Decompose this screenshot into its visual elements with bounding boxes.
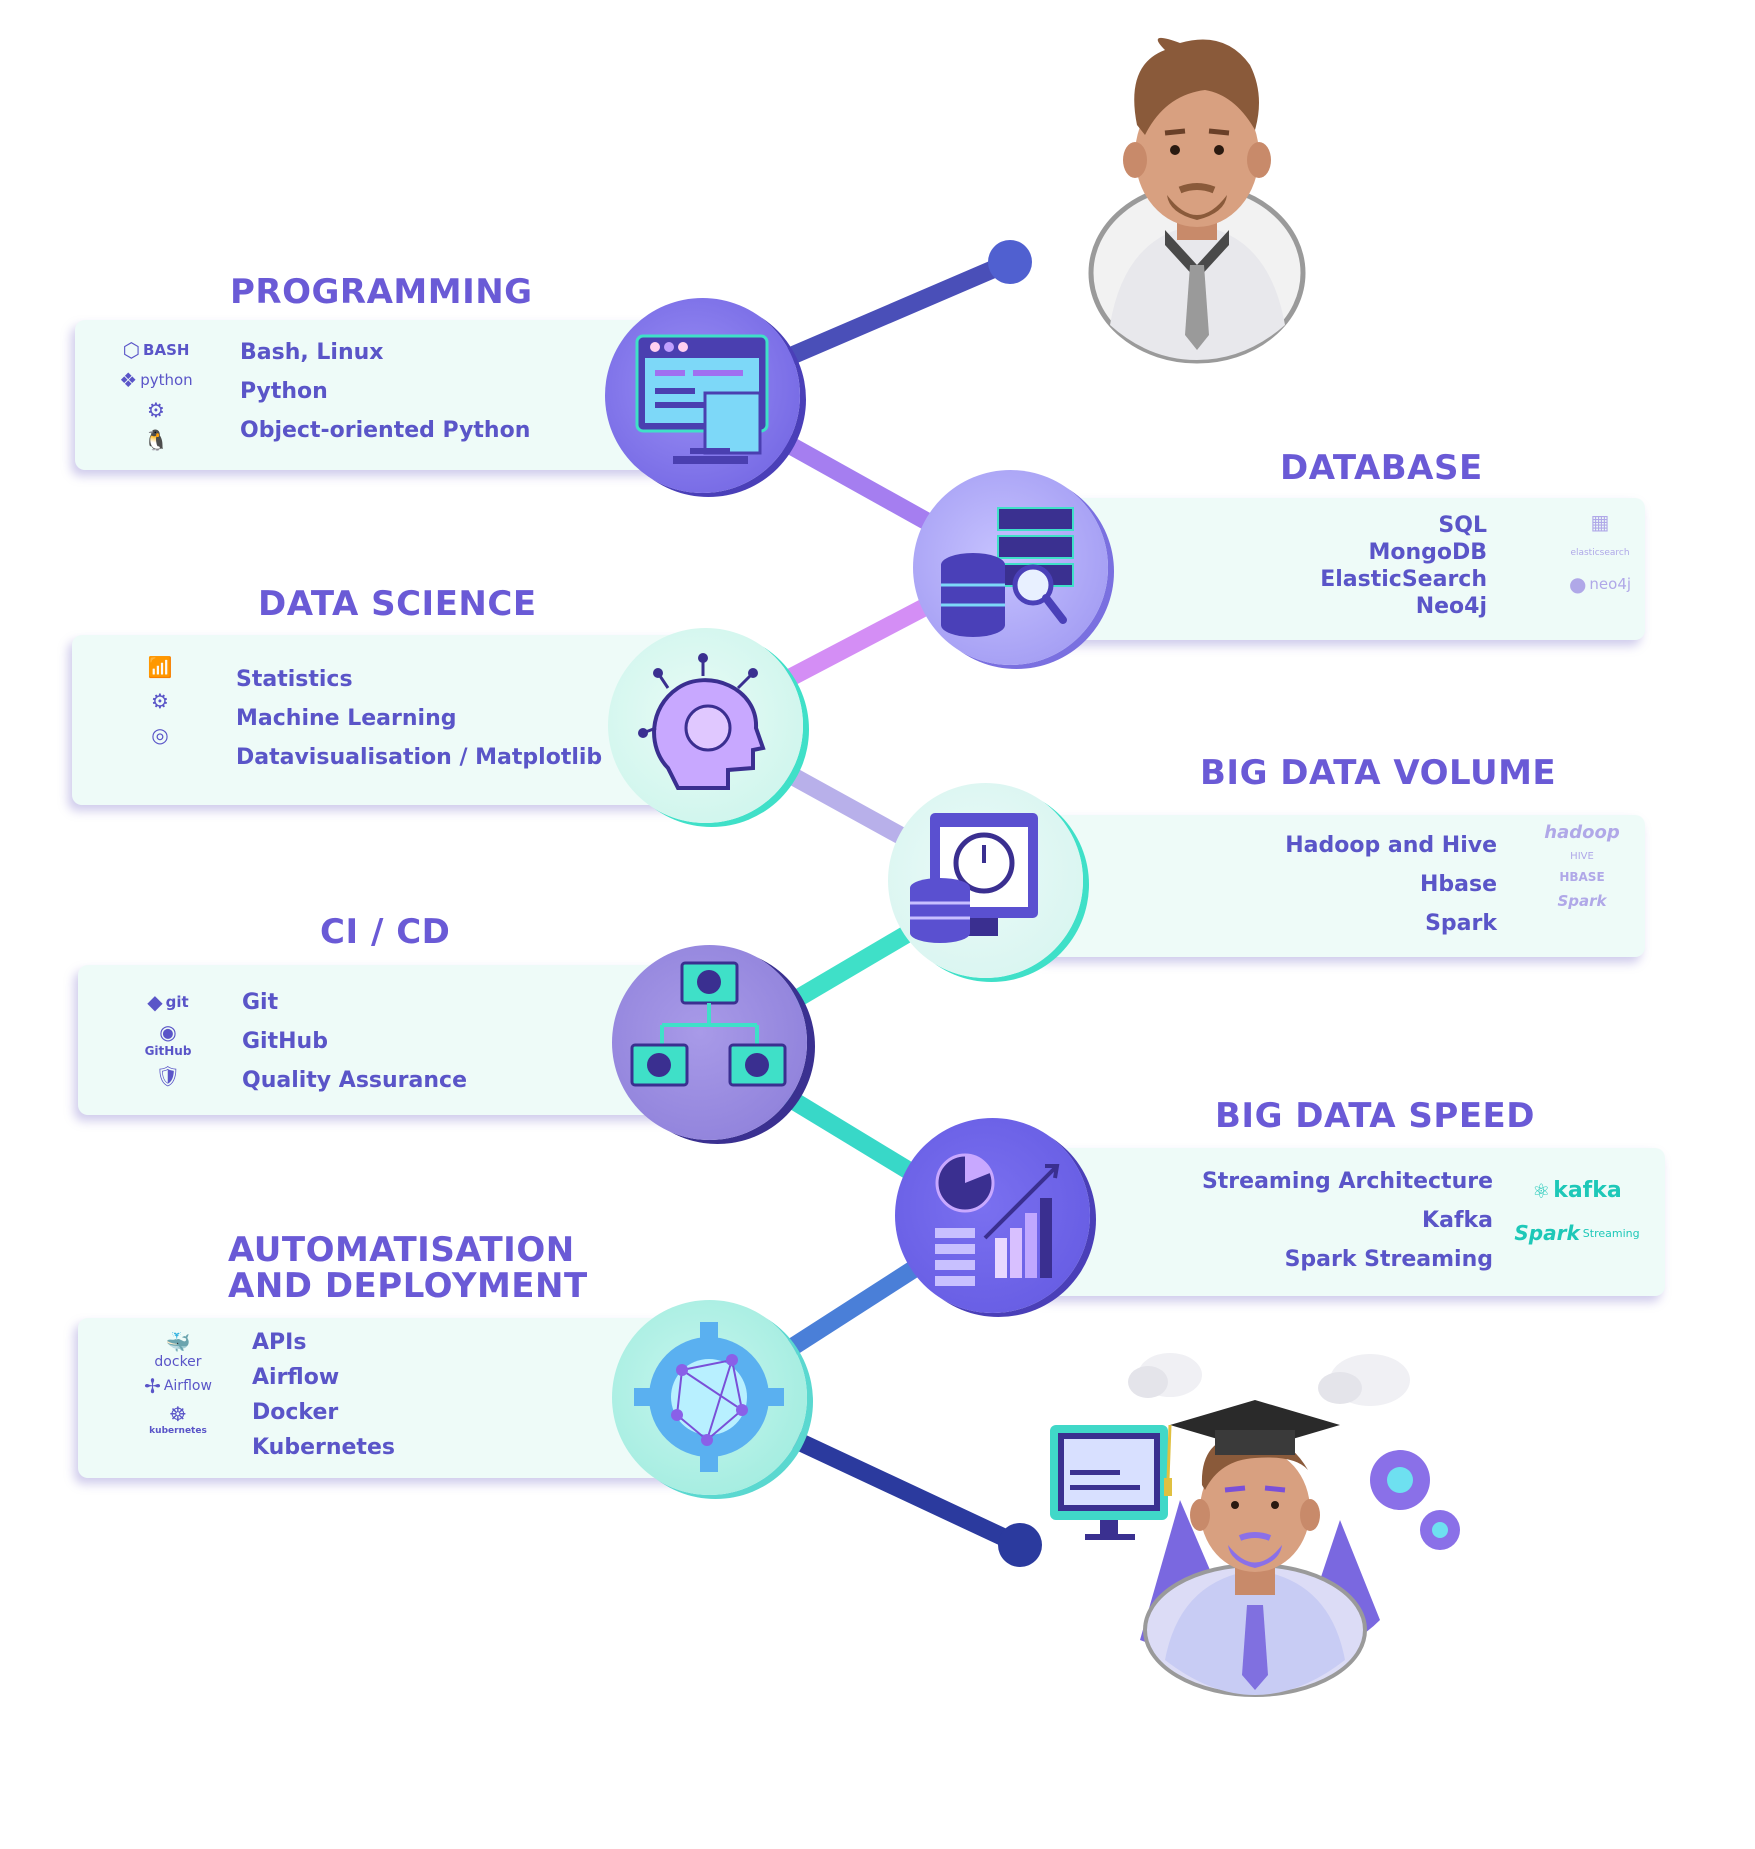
logos-automatisation: 🐳docker ✢Airflow ☸kubernetes xyxy=(128,1330,228,1436)
database-search-icon xyxy=(913,470,1108,665)
list-big-data-speed: Streaming Architecture Kafka Spark Strea… xyxy=(1202,1162,1493,1279)
section-title-automatisation: AUTOMATISATION AND DEPLOYMENT xyxy=(228,1230,588,1306)
list-item: Object-oriented Python xyxy=(240,418,531,443)
list-item: Datavisualisation / Matplotlib xyxy=(236,745,603,770)
kafka-logo-icon: ⚛kafka xyxy=(1532,1178,1622,1203)
python-logo-icon: ❖python xyxy=(119,368,193,392)
list-item: Neo4j xyxy=(1415,594,1487,619)
list-item: Kafka xyxy=(1422,1208,1493,1233)
elasticsearch-logo-icon: elasticsearch xyxy=(1570,548,1630,558)
section-title-big-data-volume: BIG DATA VOLUME xyxy=(1200,753,1557,793)
gear-network-icon xyxy=(612,1300,807,1495)
list-item: Spark xyxy=(1425,911,1497,936)
list-item: APIs xyxy=(252,1330,307,1355)
list-item: ElasticSearch xyxy=(1320,567,1487,592)
list-item: MongoDB xyxy=(1368,540,1487,565)
logos-data-science: 📶 ⚙ ◎ xyxy=(130,655,190,747)
list-data-science: Statistics Machine Learning Datavisualis… xyxy=(236,660,602,777)
linux-penguin-icon: 🐧 xyxy=(143,428,169,452)
list-programming: Bash, Linux Python Object-oriented Pytho… xyxy=(240,333,530,450)
section-title-data-science: DATA SCIENCE xyxy=(258,584,537,624)
logos-ci-cd: ◆git ◉GitHub 🛡 xyxy=(128,990,208,1088)
section-title-database: DATABASE xyxy=(1280,448,1483,488)
section-title-programming: PROGRAMMING xyxy=(230,272,533,312)
section-title-ci-cd: CI / CD xyxy=(320,912,451,952)
card-programming xyxy=(75,320,695,470)
logos-programming: ⬡BASH ❖python ⚙ 🐧 xyxy=(112,338,200,452)
brain-ai-icon xyxy=(608,628,803,823)
list-item: Hadoop and Hive xyxy=(1285,833,1497,858)
gear-brain-icon: ⚙ xyxy=(151,689,169,713)
list-item: Machine Learning xyxy=(236,706,457,731)
card-data-science xyxy=(72,635,697,805)
hive-logo-icon: HIVE xyxy=(1570,851,1594,862)
list-item: GitHub xyxy=(242,1029,328,1054)
list-item: Kubernetes xyxy=(252,1435,395,1460)
list-item: Docker xyxy=(252,1400,339,1425)
monitor-code-icon xyxy=(605,298,800,493)
dashboard-speed-icon xyxy=(888,783,1083,978)
analytics-growth-icon xyxy=(895,1118,1090,1313)
shield-check-icon: 🛡 xyxy=(155,1064,181,1088)
radar-icon: ◎ xyxy=(151,723,169,747)
logos-database: ▦ elasticsearch ●neo4j xyxy=(1555,510,1645,596)
ubuntu-icon: ⚙ xyxy=(147,398,165,422)
network-flow-icon xyxy=(612,945,807,1140)
list-ci-cd: Git GitHub Quality Assurance xyxy=(242,983,467,1100)
list-item: Streaming Architecture xyxy=(1201,1169,1493,1194)
list-item: Spark Streaming xyxy=(1284,1247,1493,1272)
list-automatisation: APIs Airflow Docker Kubernetes xyxy=(252,1325,395,1465)
section-title-big-data-speed: BIG DATA SPEED xyxy=(1215,1096,1535,1136)
list-item: SQL xyxy=(1438,513,1487,538)
kubernetes-logo-icon: ☸kubernetes xyxy=(149,1402,207,1436)
card-big-data-volume xyxy=(1040,815,1645,957)
neo4j-logo-icon: ●neo4j xyxy=(1568,572,1632,596)
card-ci-cd xyxy=(78,965,678,1115)
list-database: SQL MongoDB ElasticSearch Neo4j xyxy=(1320,512,1487,620)
list-big-data-volume: Hadoop and Hive Hbase Spark xyxy=(1285,826,1497,943)
path-start-dot xyxy=(988,240,1032,284)
path-end-dot xyxy=(998,1523,1042,1567)
git-logo-icon: ◆git xyxy=(147,990,189,1014)
sql-server-icon: ▦ xyxy=(1590,510,1610,534)
docker-logo-icon: 🐳docker xyxy=(154,1330,202,1370)
graduate-avatar-icon xyxy=(1040,1340,1470,1700)
list-item: Statistics xyxy=(236,667,353,692)
list-item: Python xyxy=(240,379,328,404)
list-item: Hbase xyxy=(1419,872,1497,897)
card-automatisation xyxy=(78,1318,698,1478)
bash-logo-icon: ⬡BASH xyxy=(122,338,190,362)
github-logo-icon: ◉GitHub xyxy=(144,1020,192,1058)
card-big-data-speed xyxy=(1040,1148,1665,1296)
card-database xyxy=(1050,498,1645,640)
list-item: Airflow xyxy=(252,1365,340,1390)
spark-logo-icon: Spark xyxy=(1557,892,1607,910)
list-item: Quality Assurance xyxy=(242,1068,468,1093)
hadoop-logo-icon: hadoop xyxy=(1544,822,1620,843)
list-item: Bash, Linux xyxy=(240,340,384,365)
person-avatar-icon xyxy=(1085,35,1315,365)
hbase-logo-icon: HBASE xyxy=(1559,870,1605,884)
list-item: Git xyxy=(242,990,279,1015)
airflow-logo-icon: ✢Airflow xyxy=(144,1374,212,1398)
logos-big-data-volume: hadoop HIVE HBASE Spark xyxy=(1532,822,1632,910)
bar-chart-icon: 📶 xyxy=(147,655,173,679)
